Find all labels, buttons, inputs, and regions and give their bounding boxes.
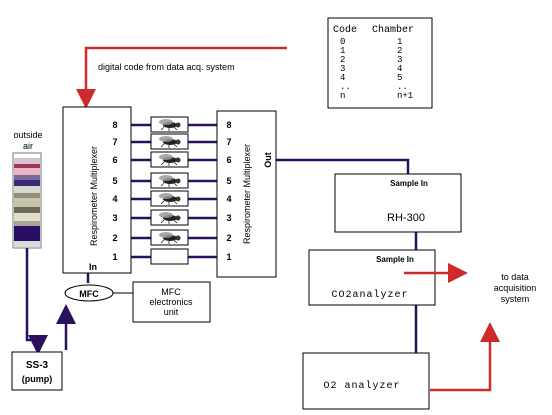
- fly-icon: [159, 136, 181, 148]
- chamber-number-right: 7: [226, 137, 231, 147]
- mfc-electronics-unit: MFC electronics unit: [132, 281, 211, 323]
- digital-code-signal: digital code from data acq. system: [76, 46, 287, 109]
- rh300-sample-in: Sample In: [390, 179, 428, 188]
- outside-air-label-2: air: [23, 141, 33, 151]
- chamber-number-right: 3: [226, 213, 231, 223]
- to-data-label-3: system: [501, 294, 530, 304]
- o2-analyzer: O2 analyzer: [302, 352, 430, 410]
- chamber-number-right: 2: [226, 233, 231, 243]
- code-value: 4: [340, 73, 345, 83]
- chamber-number-right: 4: [226, 194, 231, 204]
- chamber-value: n+1: [397, 91, 413, 101]
- co2-box: [308, 249, 436, 306]
- chamber-number-right: 6: [226, 155, 231, 165]
- co2-name: CO2analyzer: [331, 289, 408, 301]
- chamber-value: 2: [397, 46, 402, 56]
- pump-sub: (pump): [22, 374, 53, 384]
- multiplexer-left-in-label: In: [89, 262, 97, 272]
- code-value: 1: [340, 46, 345, 56]
- code-value: 0: [340, 37, 345, 47]
- chamber-channels: [128, 116, 223, 265]
- fly-icon: [159, 212, 181, 224]
- mfc-unit-label-3: unit: [164, 307, 179, 317]
- multiplexer-right-box: [216, 110, 277, 278]
- chamber-value: ..: [397, 82, 408, 92]
- chamber-value: 4: [397, 64, 402, 74]
- mfc: MFC: [64, 284, 114, 302]
- multiplexer-right: Respirometer Multiplexer Out: [216, 110, 277, 278]
- co2-analyzer: Sample In CO2analyzer: [308, 249, 436, 306]
- multiplexer-left: Respirometer Multiplexer In: [62, 106, 132, 274]
- fly-icon: [159, 175, 181, 187]
- rh300-unit: Sample In RH-300: [334, 173, 462, 233]
- digital-code-label: digital code from data acq. system: [98, 62, 235, 72]
- mfc-ellipse: [64, 284, 114, 302]
- code-value: ..: [340, 82, 351, 92]
- tubing: [25, 158, 418, 355]
- tube-out-to-rh300: [276, 158, 410, 174]
- code-header: Code: [333, 24, 357, 36]
- mfc-electronics-box: [132, 281, 211, 323]
- digital-code-arrow: [76, 46, 287, 109]
- chamber-number-left: 1: [112, 252, 117, 262]
- mfc-unit-label-1: MFC: [161, 287, 181, 297]
- chamber-numbers: 8 8 7 7 6 6 5 5 4 4 3 3 2 2 1 1: [112, 120, 231, 262]
- multiplexer-left-box: [62, 106, 132, 274]
- outside-air-label-1: outside: [13, 130, 42, 140]
- chamber-number-left: 5: [112, 176, 117, 186]
- rh300-name: RH-300: [387, 212, 425, 224]
- fly-icon: [159, 232, 181, 244]
- rh300-box: [334, 173, 462, 233]
- tube-column-to-pump: [25, 248, 48, 355]
- o2-box: [302, 352, 430, 410]
- mfc-unit-label-2: electronics: [149, 297, 193, 307]
- multiplexer-left-label: Respirometer Multiplexer: [89, 146, 99, 246]
- multiplexer-right-label: Respirometer Multiplexer: [242, 144, 252, 244]
- chamber-value: 3: [397, 55, 402, 65]
- code-value: 3: [340, 64, 345, 74]
- code-value: 2: [340, 55, 345, 65]
- multiplexer-right-out-label: Out: [263, 152, 273, 168]
- chamber-tube: [150, 248, 189, 265]
- to-data-label-2: acquisition: [494, 283, 537, 293]
- chamber-header: Chamber: [372, 24, 414, 36]
- chamber-number-right: 1: [226, 252, 231, 262]
- chamber-number-left: 3: [112, 213, 117, 223]
- output-signals: to data acquisition system: [404, 263, 537, 392]
- to-data-label-1: to data: [501, 272, 529, 282]
- pump-name: SS-3: [26, 360, 49, 371]
- co2-sample-in: Sample In: [376, 255, 414, 264]
- chamber-number-left: 2: [112, 233, 117, 243]
- chamber-value: 5: [397, 73, 402, 83]
- pump-ss3: SS-3 (pump): [11, 351, 63, 391]
- chamber-number-right: 5: [226, 176, 231, 186]
- fly-icon: [159, 119, 181, 131]
- code-table-border: [327, 17, 433, 109]
- chamber-number-left: 4: [112, 194, 117, 204]
- o2-signal-arrow: [430, 322, 500, 392]
- mfc-label: MFC: [79, 289, 99, 299]
- pump-box: [11, 351, 63, 391]
- fly-icon: [159, 154, 181, 166]
- o2-name: O2 analyzer: [323, 380, 400, 392]
- chamber-number-left: 8: [112, 120, 117, 130]
- fly-icon: [159, 193, 181, 205]
- outside-air-column: outside air: [12, 130, 43, 249]
- chamber-value: 1: [397, 37, 402, 47]
- code-value: n: [340, 91, 345, 101]
- chamber-number-left: 7: [112, 137, 117, 147]
- chamber-number-left: 6: [112, 155, 117, 165]
- chamber-number-right: 8: [226, 120, 231, 130]
